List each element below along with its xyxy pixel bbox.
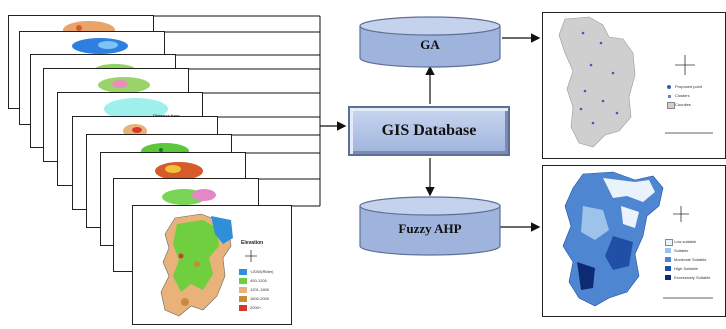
ga-label: GA	[420, 37, 440, 52]
ahp-suitability-map	[562, 171, 713, 307]
layer-4-thumbnail	[98, 77, 150, 93]
fuzzy-ahp-label: Fuzzy AHP	[398, 221, 462, 236]
ahp-legend-label: Moderate Suitable	[674, 257, 707, 262]
ahp-legend-swatch	[665, 266, 671, 271]
ga-legend-symbol	[667, 85, 671, 89]
distance-map-title: Distance from	[153, 113, 180, 118]
ahp-legend-swatch	[665, 275, 671, 280]
elevation-legend-title: Elevation	[241, 240, 264, 246]
ahp-legend-swatch	[665, 248, 671, 253]
layer-9-thumbnail	[162, 189, 216, 205]
elevation-map	[160, 213, 257, 317]
gis-database-box: GIS Database	[348, 106, 510, 156]
elevation-layer-card: Elevation <2000(Rider) 400-1200 1201-160…	[132, 205, 292, 325]
elevation-legend-label: <2000(Rider)	[250, 269, 274, 274]
elevation-legend-swatch	[239, 296, 247, 302]
ahp-legend-swatch	[665, 239, 673, 246]
layer-8-thumbnail	[155, 162, 203, 180]
ahp-legend-label: Excessively Suitable	[674, 275, 711, 280]
ga-legend-label: Clusters	[675, 93, 690, 98]
elevation-legend-label: 400-1200	[250, 278, 267, 283]
ga-legend-symbol	[667, 102, 675, 109]
elevation-legend-label: 2000+	[250, 305, 262, 310]
ahp-legend-swatch	[665, 257, 671, 262]
ahp-legend-label: High Suitable	[674, 266, 698, 271]
ahp-legend-label: Suitable	[674, 248, 689, 253]
elevation-legend-swatch	[239, 305, 247, 311]
layer-5-thumbnail	[104, 98, 168, 120]
ga-legend-symbol	[668, 95, 671, 98]
elevation-legend-swatch	[239, 287, 247, 293]
gis-database-label: GIS Database	[381, 122, 477, 139]
elevation-legend-swatch	[239, 269, 247, 275]
ga-legend-label: Proposed point	[675, 84, 702, 89]
layer-2-thumbnail	[72, 38, 128, 54]
ahp-legend-label: Low suitable	[674, 239, 697, 244]
ahp-output-map-panel: Low suitable Suitable Moderate Suitable …	[542, 165, 726, 317]
elevation-legend-label: 1201-1600	[250, 287, 270, 292]
elevation-legend-label: 1600-2000	[250, 296, 270, 301]
ga-legend-label: Counties	[675, 102, 691, 107]
ga-output-map-panel: Proposed point Clusters Counties	[542, 12, 726, 159]
ga-output-map	[558, 16, 713, 148]
elevation-legend-swatch	[239, 278, 247, 284]
